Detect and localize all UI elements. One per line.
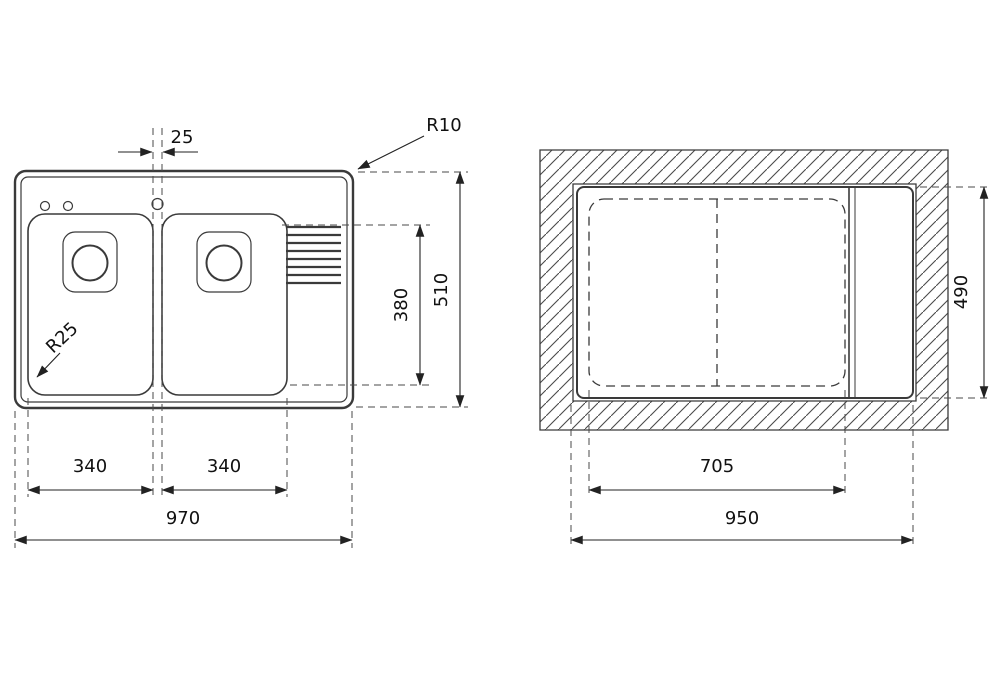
dimension-corner-radius: R10	[357, 115, 462, 170]
dim-340-right-label: 340	[207, 456, 241, 477]
left-bowl	[27, 213, 154, 396]
plan-view-dimensions: 25 R10 380 510 R25 340 340 970	[14, 115, 465, 545]
tap-hole-left-icon	[39, 200, 51, 212]
cutout-view-dimensions: 490 705 950	[570, 186, 989, 545]
cutout-view	[539, 149, 949, 431]
dimension-right-bowl-width: 340	[161, 456, 288, 495]
right-bowl	[161, 213, 288, 396]
sink-outer-edge	[13, 169, 355, 410]
tap-holes	[39, 197, 164, 212]
dimension-bowl-depth: 380	[391, 224, 425, 386]
plan-view-extension-lines	[14, 128, 468, 548]
dim-510-label: 510	[431, 273, 452, 307]
dimension-left-bowl-width: 340	[27, 456, 154, 495]
dim-r10-label: R10	[426, 115, 461, 136]
dimension-overall-depth: 510	[431, 171, 465, 408]
sink-rim-inner-edge	[20, 176, 348, 403]
dim-705-label: 705	[700, 456, 734, 477]
dim-25-label: 25	[171, 127, 194, 148]
dimension-bowl-span: 705	[588, 456, 846, 495]
sink-rim-in-cutout	[576, 186, 914, 399]
right-bowl-drain	[196, 231, 252, 293]
dim-950-label: 950	[725, 508, 759, 529]
dim-380-label: 380	[391, 288, 412, 322]
dimension-divider-gap: 25	[118, 127, 198, 157]
dim-490-label: 490	[951, 275, 972, 309]
dimension-cutout-depth: 490	[951, 186, 989, 399]
left-bowl-drain	[62, 231, 118, 293]
overflow-slots	[286, 225, 341, 285]
dim-340-left-label: 340	[73, 456, 107, 477]
tap-hole-center-icon	[151, 197, 164, 211]
countertop-hatched-area	[539, 149, 949, 431]
dimension-overall-width: 970	[14, 508, 353, 545]
dim-970-label: 970	[166, 508, 200, 529]
tap-hole-right-icon	[62, 200, 74, 212]
plan-view	[13, 169, 355, 410]
dimension-cutout-width: 950	[570, 508, 914, 545]
